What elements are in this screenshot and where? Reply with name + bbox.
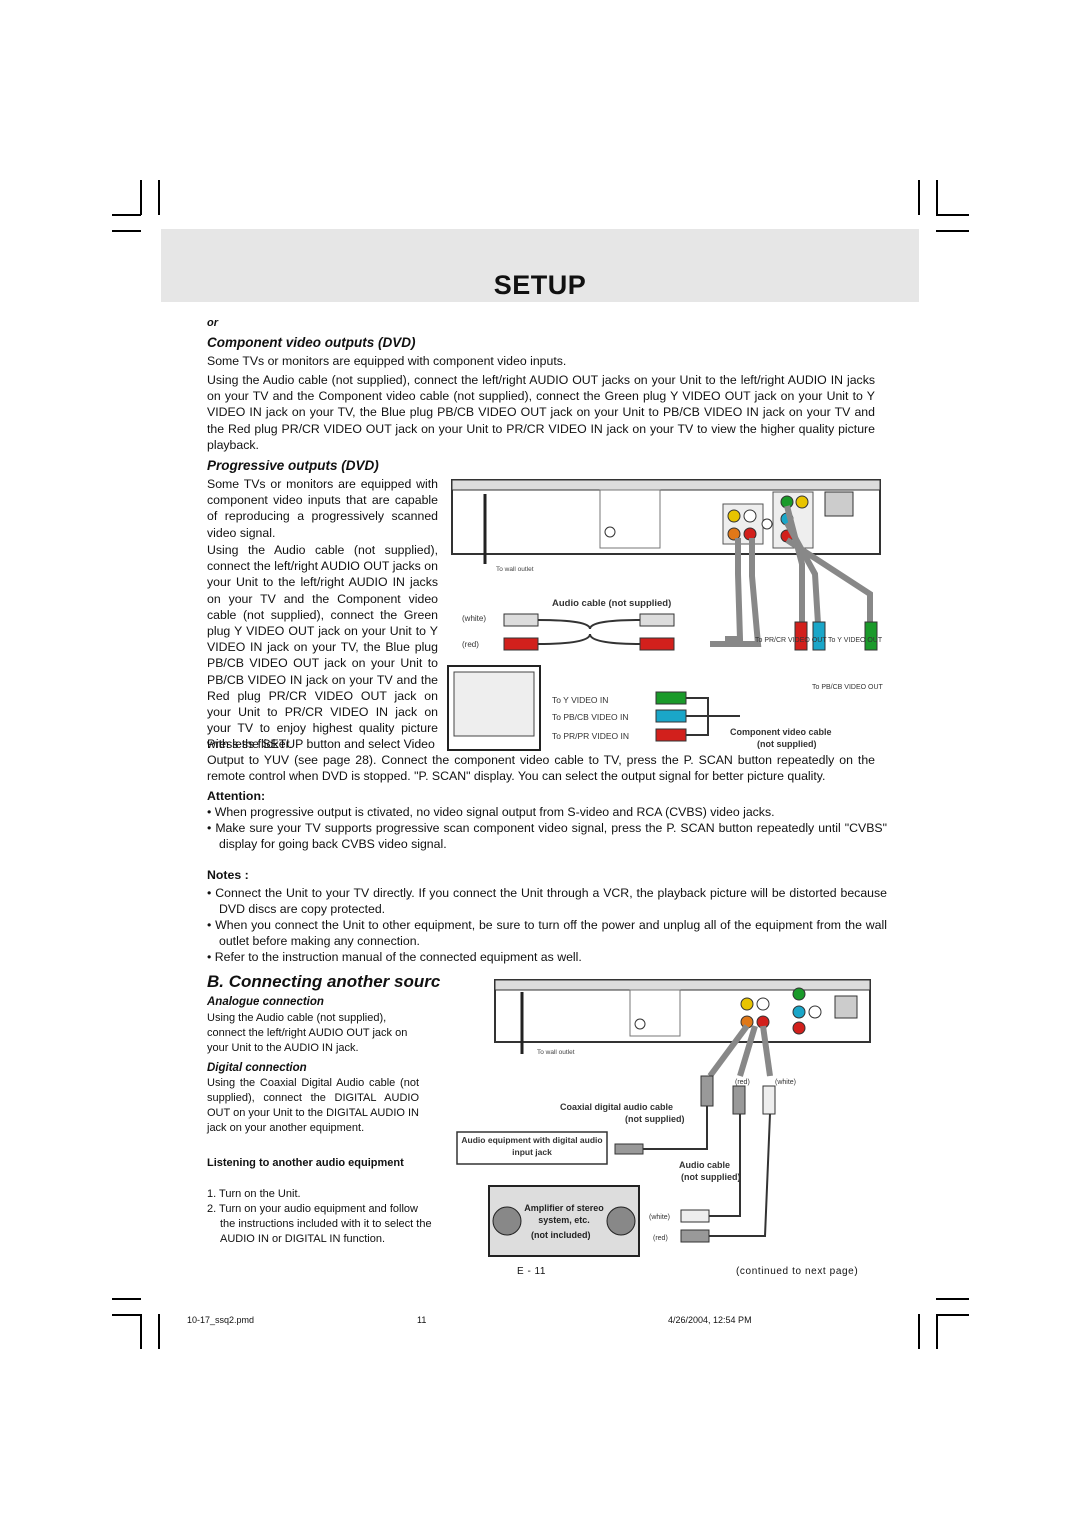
component-paragraph: Using the Audio cable (not supplied), co… — [207, 372, 875, 453]
to-y-in-label: To Y VIDEO IN — [552, 695, 608, 705]
footer-datetime: 4/26/2004, 12:54 PM — [668, 1315, 752, 1325]
unit-rear-panel — [451, 479, 881, 555]
red-label: (red) — [735, 1079, 750, 1086]
white-label-2: (white) — [649, 1214, 670, 1221]
footer-file: 10-17_ssq2.pmd — [187, 1315, 255, 1325]
component-intro: Some TVs or monitors are equipped with c… — [207, 354, 567, 368]
connecting-heading: B. Connecting another sourc — [207, 972, 441, 991]
digital-heading: Digital connection — [207, 1062, 307, 1074]
white-label: (white) — [462, 614, 486, 623]
crop-mark — [140, 1314, 142, 1349]
crop-mark — [918, 180, 920, 215]
crop-mark — [936, 214, 969, 216]
not-supplied-label: (not supplied) — [625, 1114, 685, 1124]
progressive-para3-start: Press the SETUP button and select Video — [207, 737, 435, 751]
crop-mark — [158, 1314, 160, 1349]
title-banner — [161, 229, 919, 302]
analogue-text: Using the Audio cable (not supplied), co… — [207, 1012, 408, 1054]
to-pb-in-label: To PB/CB VIDEO IN — [552, 712, 629, 722]
audio-cable-label: Audio cable — [679, 1160, 730, 1170]
to-pr-out-label: To PR/CR VIDEO OUT — [755, 637, 827, 644]
wall-outlet-label: To wall outlet — [537, 1049, 575, 1056]
crop-mark — [112, 214, 141, 216]
video-jack-icon — [727, 509, 741, 523]
progressive-para2: Using the Audio cable (not supplied), co… — [207, 543, 438, 752]
note-item: • Refer to the instruction manual of the… — [207, 950, 582, 964]
crop-mark — [936, 1314, 938, 1349]
not-included-label: (not included) — [531, 1230, 591, 1240]
crop-mark — [112, 1298, 141, 1300]
audio-equipment-label: Audio equipment with digital audio input… — [461, 1135, 603, 1157]
red-label-2: (red) — [653, 1235, 668, 1242]
crop-mark — [936, 230, 969, 232]
not-supplied-label: (not supplied) — [757, 739, 817, 749]
to-y-out-label: To Y VIDEO OUT — [828, 637, 883, 644]
crop-mark — [936, 180, 938, 215]
analogue-heading: Analogue connection — [207, 996, 324, 1008]
attention-label: Attention: — [207, 789, 266, 803]
note-item: • Connect the Unit to your TV directly. … — [207, 886, 887, 917]
page-number: E - 11 — [517, 1266, 546, 1277]
progressive-heading: Progressive outputs (DVD) — [207, 458, 379, 473]
component-cable-label: Component video cable — [730, 727, 832, 737]
attention-item: • Make sure your TV supports progressive… — [207, 821, 887, 852]
red-plug-icon — [503, 637, 539, 651]
digital-text: Using the Coaxial Digital Audio cable (n… — [207, 1077, 419, 1134]
to-pb-out-label: To PB/CB VIDEO OUT — [812, 684, 884, 691]
attention-item: • When progressive output is ctivated, n… — [207, 805, 775, 819]
footer-sheet: 11 — [417, 1315, 427, 1325]
red-label: (red) — [462, 640, 479, 649]
white-label: (white) — [775, 1079, 796, 1086]
audio-connection-diagram: To wall outlet (red) (white) Coaxial dig… — [456, 979, 871, 1257]
coaxial-cable-label: Coaxial digital audio cable — [560, 1102, 673, 1112]
progressive-para3-cont: Output to YUV (see page 28). Connect the… — [207, 753, 875, 784]
component-heading: Component video outputs (DVD) — [207, 335, 416, 350]
crop-mark — [936, 1298, 969, 1300]
white-plug-icon — [503, 613, 539, 627]
crop-mark — [158, 180, 160, 215]
crop-mark — [918, 1314, 920, 1349]
page-title: SETUP — [493, 270, 587, 300]
to-pr-in-label: To PR/PR VIDEO IN — [552, 731, 629, 741]
notes-label: Notes : — [207, 868, 249, 882]
progressive-connection-diagram: To wall outlet Audio cable (not supplied… — [447, 479, 884, 751]
note-item: • When you connect the Unit to other equ… — [207, 918, 887, 949]
crop-mark — [936, 1314, 969, 1316]
step-item: 2. Turn on your audio equipment and foll… — [207, 1203, 432, 1245]
audio-cable-label: Audio cable (not supplied) — [552, 598, 671, 609]
crop-mark — [112, 1314, 141, 1316]
crop-mark — [140, 180, 142, 215]
step-item: 1. Turn on the Unit. — [207, 1188, 301, 1200]
component-paragraph-text: Using the Audio cable (not supplied), co… — [207, 373, 875, 452]
audio-not-supplied-label: (not supplied) — [681, 1172, 741, 1182]
listening-heading: Listening to another audio equipment — [207, 1157, 404, 1169]
amplifier-label: Amplifier of stereo system, etc. — [524, 1203, 604, 1225]
audio-equipment-box — [456, 1131, 608, 1165]
or-label: or — [207, 317, 218, 329]
continued-note: (continued to next page) — [736, 1266, 859, 1277]
progressive-para1: Some TVs or monitors are equipped with c… — [207, 477, 438, 540]
wall-outlet-label: To wall outlet — [496, 566, 534, 573]
crop-mark — [112, 230, 141, 232]
